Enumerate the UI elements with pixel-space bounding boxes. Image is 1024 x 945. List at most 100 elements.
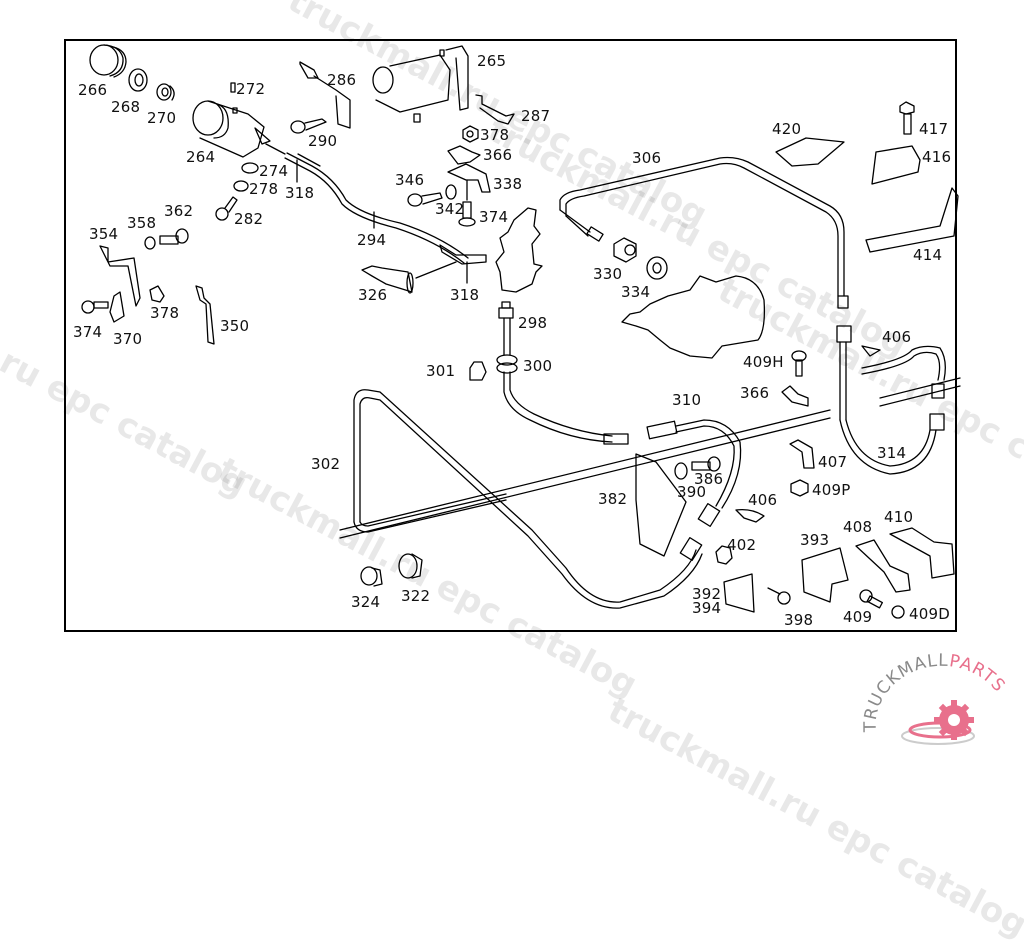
label-330[interactable]: 330 [593, 265, 623, 283]
label-290[interactable]: 290 [308, 132, 338, 150]
part-386-bolt[interactable] [691, 456, 721, 472]
part-265-reservoir[interactable] [372, 45, 469, 123]
part-409P-nut[interactable] [790, 479, 809, 497]
label-326[interactable]: 326 [358, 286, 388, 304]
label-409[interactable]: 409 [843, 608, 873, 626]
label-272[interactable]: 272 [236, 80, 266, 98]
label-338[interactable]: 338 [493, 175, 523, 193]
part-382-plate[interactable] [635, 453, 687, 557]
part-282-screw[interactable] [215, 196, 238, 221]
part-valve-block[interactable] [495, 207, 543, 293]
part-402-nut[interactable] [715, 545, 733, 565]
label-366-top[interactable]: 366 [483, 146, 513, 164]
part-338-bracket[interactable] [447, 163, 491, 193]
part-406-clip-top[interactable] [861, 345, 881, 357]
label-386[interactable]: 386 [694, 470, 724, 488]
part-342-washer[interactable] [445, 184, 457, 200]
label-374-left[interactable]: 374 [73, 323, 103, 341]
part-slave-cylinder[interactable] [621, 275, 766, 359]
label-270[interactable]: 270 [147, 109, 177, 127]
part-358-washer[interactable] [144, 236, 156, 250]
part-322-grommet[interactable] [398, 553, 423, 579]
part-374-bolt-left[interactable] [81, 300, 109, 314]
label-398[interactable]: 398 [784, 611, 814, 629]
part-417-bolt[interactable] [899, 101, 915, 135]
label-310[interactable]: 310 [672, 391, 702, 409]
label-318-bottom[interactable]: 318 [450, 286, 480, 304]
label-414[interactable]: 414 [913, 246, 943, 264]
label-314[interactable]: 314 [877, 444, 907, 462]
part-274-washer[interactable] [241, 162, 259, 174]
part-420-plate[interactable] [775, 137, 845, 167]
label-409P[interactable]: 409P [812, 481, 851, 499]
label-417[interactable]: 417 [919, 120, 949, 138]
label-334[interactable]: 334 [621, 283, 651, 301]
label-410[interactable]: 410 [884, 508, 914, 526]
part-pipe-fitting-b[interactable] [679, 537, 703, 561]
part-268-ring[interactable] [128, 68, 148, 92]
part-287-bracket[interactable] [475, 94, 515, 125]
label-366-mid[interactable]: 366 [740, 384, 770, 402]
label-264[interactable]: 264 [186, 148, 216, 166]
label-393[interactable]: 393 [800, 531, 830, 549]
part-318-sleeve[interactable] [439, 244, 487, 265]
part-290-screw[interactable] [290, 118, 327, 134]
label-282[interactable]: 282 [234, 210, 264, 228]
part-378-nut-left[interactable] [149, 285, 165, 303]
label-407[interactable]: 407 [818, 453, 848, 471]
label-300[interactable]: 300 [523, 357, 553, 375]
label-416[interactable]: 416 [922, 148, 952, 166]
label-409D[interactable]: 409D [909, 605, 950, 623]
label-268[interactable]: 268 [111, 98, 141, 116]
label-408[interactable]: 408 [843, 518, 873, 536]
part-366-clip[interactable] [447, 145, 481, 165]
label-266[interactable]: 266 [78, 81, 108, 99]
part-334-seal[interactable] [646, 256, 668, 280]
part-306-pipe[interactable] [559, 156, 845, 297]
label-301[interactable]: 301 [426, 362, 456, 380]
label-286[interactable]: 286 [327, 71, 357, 89]
part-294-hose[interactable] [284, 152, 469, 264]
part-409D-nut[interactable] [891, 605, 905, 619]
part-310-hose[interactable] [646, 419, 742, 527]
part-390-washer[interactable] [674, 462, 688, 480]
part-354-bracket[interactable] [99, 245, 141, 307]
part-326-pushrod[interactable] [361, 265, 414, 294]
label-378-left[interactable]: 378 [150, 304, 180, 322]
label-392[interactable]: 392 [692, 585, 722, 603]
part-406-clip[interactable] [735, 508, 765, 523]
label-265[interactable]: 265 [477, 52, 507, 70]
part-301-grommet[interactable] [469, 361, 487, 381]
part-300-grommet[interactable] [496, 354, 518, 374]
label-382[interactable]: 382 [598, 490, 628, 508]
label-274[interactable]: 274 [259, 162, 289, 180]
part-324-grommet[interactable] [360, 566, 383, 587]
part-374-bolt-top[interactable] [458, 179, 476, 227]
label-278[interactable]: 278 [249, 180, 279, 198]
part-350-bracket[interactable] [195, 285, 215, 345]
label-406-bottom[interactable]: 406 [748, 491, 778, 509]
label-302[interactable]: 302 [311, 455, 341, 473]
label-298[interactable]: 298 [518, 314, 548, 332]
label-394[interactable]: 394 [692, 599, 722, 617]
part-416-bracket[interactable] [871, 145, 921, 185]
label-354[interactable]: 354 [89, 225, 119, 243]
label-322[interactable]: 322 [401, 587, 431, 605]
label-402[interactable]: 402 [727, 536, 757, 554]
part-266-cap[interactable] [89, 44, 127, 78]
part-272-plug[interactable] [230, 82, 236, 93]
label-324[interactable]: 324 [351, 593, 381, 611]
truckmall-parts-logo[interactable]: TRUCKMALLPARTS [858, 650, 1024, 750]
part-314-hose[interactable] [839, 345, 946, 475]
part-270-washer[interactable] [156, 83, 175, 101]
label-390[interactable]: 390 [677, 483, 707, 501]
part-407-bracket[interactable] [789, 439, 815, 469]
label-362[interactable]: 362 [164, 202, 194, 220]
part-398-screw[interactable] [767, 587, 791, 605]
label-342[interactable]: 342 [435, 200, 465, 218]
part-370-clip[interactable] [109, 291, 125, 323]
part-330-nut[interactable] [613, 237, 637, 263]
label-370[interactable]: 370 [113, 330, 143, 348]
part-362-bolt[interactable] [159, 228, 189, 245]
part-409H-bolt[interactable] [791, 350, 807, 377]
